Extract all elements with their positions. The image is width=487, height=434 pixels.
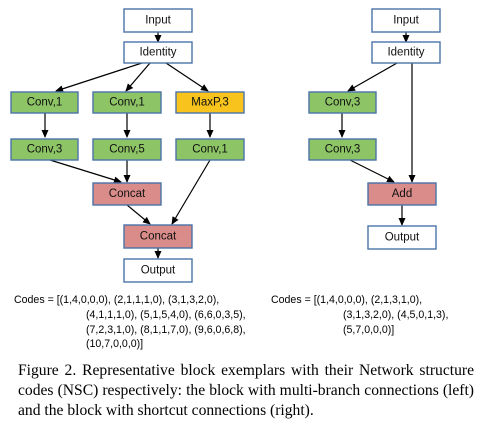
right-node-identity: Identity — [371, 41, 441, 64]
node-box — [175, 91, 245, 114]
edge-identity-maxpool — [165, 62, 209, 92]
left-node-conv-a2: Conv,3 — [10, 138, 79, 161]
node-box — [308, 138, 377, 161]
node-box — [10, 91, 79, 114]
right-node-conv1: Conv,3 — [308, 91, 377, 114]
left-node-output: Output — [123, 258, 193, 283]
node-box — [92, 91, 162, 114]
left-node-maxpool: MaxP,3 — [175, 91, 245, 114]
left-node-concat2: Concat — [123, 224, 193, 249]
node-label: Conv,1 — [27, 97, 63, 109]
node-label: Output — [385, 232, 420, 244]
left-node-conv-b1: Conv,1 — [92, 91, 162, 114]
left-node-input: Input — [123, 8, 193, 33]
node-box — [371, 41, 441, 64]
left-codes: Codes = [(1,4,0,0,0), (2,1,1,1,0), (3,1,… — [14, 293, 246, 352]
node-label: Output — [141, 265, 176, 277]
left-node-conv-c2: Conv,1 — [175, 138, 245, 161]
node-box — [92, 138, 162, 161]
right-block-edges — [338, 32, 416, 226]
node-label: Identity — [139, 47, 176, 59]
right-codes-text: [(1,4,0,0,0), (2,1,3,1,0), — [313, 294, 423, 306]
node-label: Concat — [140, 231, 177, 243]
node-box — [92, 182, 162, 206]
node-box — [123, 258, 193, 283]
node-label: Concat — [109, 188, 146, 200]
left-node-concat1: Concat — [92, 182, 162, 206]
figure-caption: Figure 2. Representative block exemplars… — [18, 362, 474, 419]
right-node-output: Output — [367, 225, 437, 250]
node-label: Conv,3 — [27, 144, 63, 156]
node-box — [371, 8, 441, 33]
node-box — [123, 224, 193, 249]
right-node-input: Input — [371, 8, 441, 33]
node-label: Input — [393, 15, 419, 27]
node-label: Conv,3 — [325, 97, 361, 109]
node-box — [367, 182, 437, 206]
node-box — [10, 138, 79, 161]
node-label: Conv,1 — [192, 144, 228, 156]
left-node-identity: Identity — [123, 41, 193, 64]
left-node-conv-a1: Conv,1 — [10, 91, 79, 114]
right-codes-label: Codes = — [271, 294, 314, 306]
right-codes-line: (5,7,0,0,0)] — [343, 323, 395, 336]
node-label: Input — [145, 15, 171, 27]
node-box — [123, 8, 193, 33]
right-node-add: Add — [367, 182, 437, 206]
node-label: MaxP,3 — [191, 97, 229, 109]
edge-identity-conv-a1 — [55, 62, 143, 93]
edge-r-identity-conv1 — [347, 62, 398, 92]
node-label: Add — [392, 188, 412, 200]
edge-concat1-concat2 — [126, 204, 151, 225]
edge-conv-a2-concat1 — [49, 159, 122, 184]
node-label: Conv,1 — [109, 97, 145, 109]
left-codes-line: (10,7,0,0,0)] — [86, 338, 144, 351]
left-codes-text: [(1,4,0,0,0), (2,1,1,1,0), (3,1,3,2,0), — [56, 294, 220, 306]
left-codes-line: (4,1,1,1,0), (5,1,5,4,0), (6,6,0,3,5), — [86, 308, 246, 321]
right-codes-line: Codes = [(1,4,0,0,0), (2,1,3,1,0), — [271, 293, 448, 308]
right-node-conv2: Conv,3 — [308, 138, 377, 161]
node-label: Conv,3 — [325, 144, 361, 156]
node-label: Identity — [387, 47, 424, 59]
node-box — [308, 91, 377, 114]
right-codes-line: (3,1,3,2,0), (4,5,0,1,3), — [343, 308, 449, 321]
left-codes-line: Codes = [(1,4,0,0,0), (2,1,1,1,0), (3,1,… — [14, 293, 246, 308]
right-codes: Codes = [(1,4,0,0,0), (2,1,3,1,0), (3,1,… — [271, 293, 448, 337]
left-codes-label: Codes = — [14, 294, 57, 306]
edge-conv-c2-concat2 — [171, 159, 211, 225]
left-node-conv-b2: Conv,5 — [92, 138, 162, 161]
left-block-edges — [41, 32, 214, 259]
node-label: Conv,5 — [109, 144, 145, 156]
left-codes-line: (7,2,3,1,0), (8,1,1,7,0), (9,6,0,6,8), — [86, 323, 246, 336]
node-box — [123, 41, 193, 64]
node-box — [175, 138, 245, 161]
edge-r-conv2-add — [349, 159, 395, 183]
edge-identity-conv-b1 — [125, 62, 151, 92]
node-box — [367, 225, 437, 250]
